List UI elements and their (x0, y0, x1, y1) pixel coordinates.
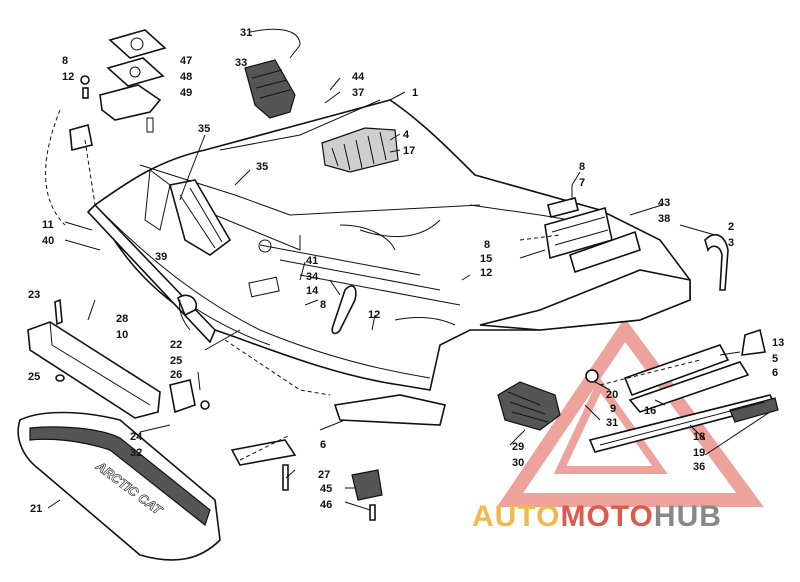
callout: 12 (62, 71, 74, 83)
callout: 41 (306, 255, 318, 267)
callout: 10 (116, 329, 128, 341)
clip-block (351, 469, 383, 501)
rubber-bellows (497, 381, 561, 431)
callout: 20 (606, 389, 618, 401)
callout: 30 (512, 457, 524, 469)
callout: 14 (306, 285, 319, 297)
callout: 1 (412, 87, 418, 99)
callout: 11 (42, 219, 54, 231)
callout: 22 (170, 339, 182, 351)
callout: 37 (352, 87, 364, 99)
callout: 25 (170, 355, 182, 367)
callout: 8 (484, 239, 490, 251)
callout: 6 (320, 439, 326, 451)
callout: 29 (512, 441, 524, 453)
callout: 18 (693, 431, 705, 443)
grab-handle (331, 285, 357, 335)
front-bumper (17, 411, 221, 561)
callout: 8 (320, 299, 326, 311)
callout: 32 (130, 447, 142, 459)
callout: 31 (606, 417, 618, 429)
callout: 35 (256, 161, 268, 173)
callout-labels: 31 8 12 47 48 49 33 44 37 1 35 4 17 35 8… (28, 27, 784, 515)
brackets-rear (544, 197, 641, 274)
callout: 9 (610, 403, 616, 415)
callout: 49 (180, 87, 192, 99)
chassis-belly-pan (86, 99, 691, 391)
callout: 23 (28, 289, 40, 301)
callout: 13 (772, 337, 784, 349)
callout: 24 (130, 431, 143, 443)
callout: 39 (155, 251, 167, 263)
vent-grille (321, 127, 399, 173)
callout: 40 (42, 235, 54, 247)
callout: 26 (170, 369, 182, 381)
callout: 34 (306, 271, 319, 283)
watermark-logo: AUTOMOTOHUB (472, 500, 722, 534)
callout: 45 (320, 483, 332, 495)
callout: 25 (28, 371, 40, 383)
callout: 3 (728, 237, 734, 249)
skid-plate (333, 394, 446, 426)
callout: 8 (579, 161, 585, 173)
callout: 27 (318, 469, 330, 481)
callout: 15 (480, 253, 492, 265)
callout: 6 (772, 367, 778, 379)
callout: 33 (235, 57, 247, 69)
side-rail (588, 394, 779, 453)
callout: 48 (180, 71, 192, 83)
watermark-part: AUTO (472, 500, 561, 533)
watermark-part: HUB (653, 500, 722, 533)
callout: 16 (644, 405, 656, 417)
rail-rod (704, 234, 729, 291)
callout: 5 (772, 353, 778, 365)
callout: 12 (368, 309, 380, 321)
callout: 4 (403, 129, 410, 141)
running-board-bracket (623, 328, 766, 413)
callout: 31 (240, 27, 252, 39)
callout: 46 (320, 499, 332, 511)
callout: 19 (693, 447, 705, 459)
callout: 12 (480, 267, 492, 279)
watermark-part: MOTO (560, 500, 654, 533)
callout: 2 (728, 221, 734, 233)
callout: 17 (403, 145, 415, 157)
air-intake-boot (244, 59, 296, 119)
front-crossmember (27, 321, 161, 419)
callout: 35 (198, 123, 210, 135)
mount-plates (99, 29, 167, 133)
leader-lines (45, 28, 771, 511)
steering-support (144, 169, 232, 256)
callout: 43 (658, 197, 670, 209)
callout: 36 (693, 461, 705, 473)
callout: 28 (116, 313, 128, 325)
callout: 8 (62, 55, 68, 67)
bottom-plate (230, 439, 297, 466)
callout: 44 (352, 71, 365, 83)
callout: 7 (579, 177, 585, 189)
callout: 47 (180, 55, 192, 67)
callout: 38 (658, 213, 670, 225)
callout: 21 (30, 503, 42, 515)
